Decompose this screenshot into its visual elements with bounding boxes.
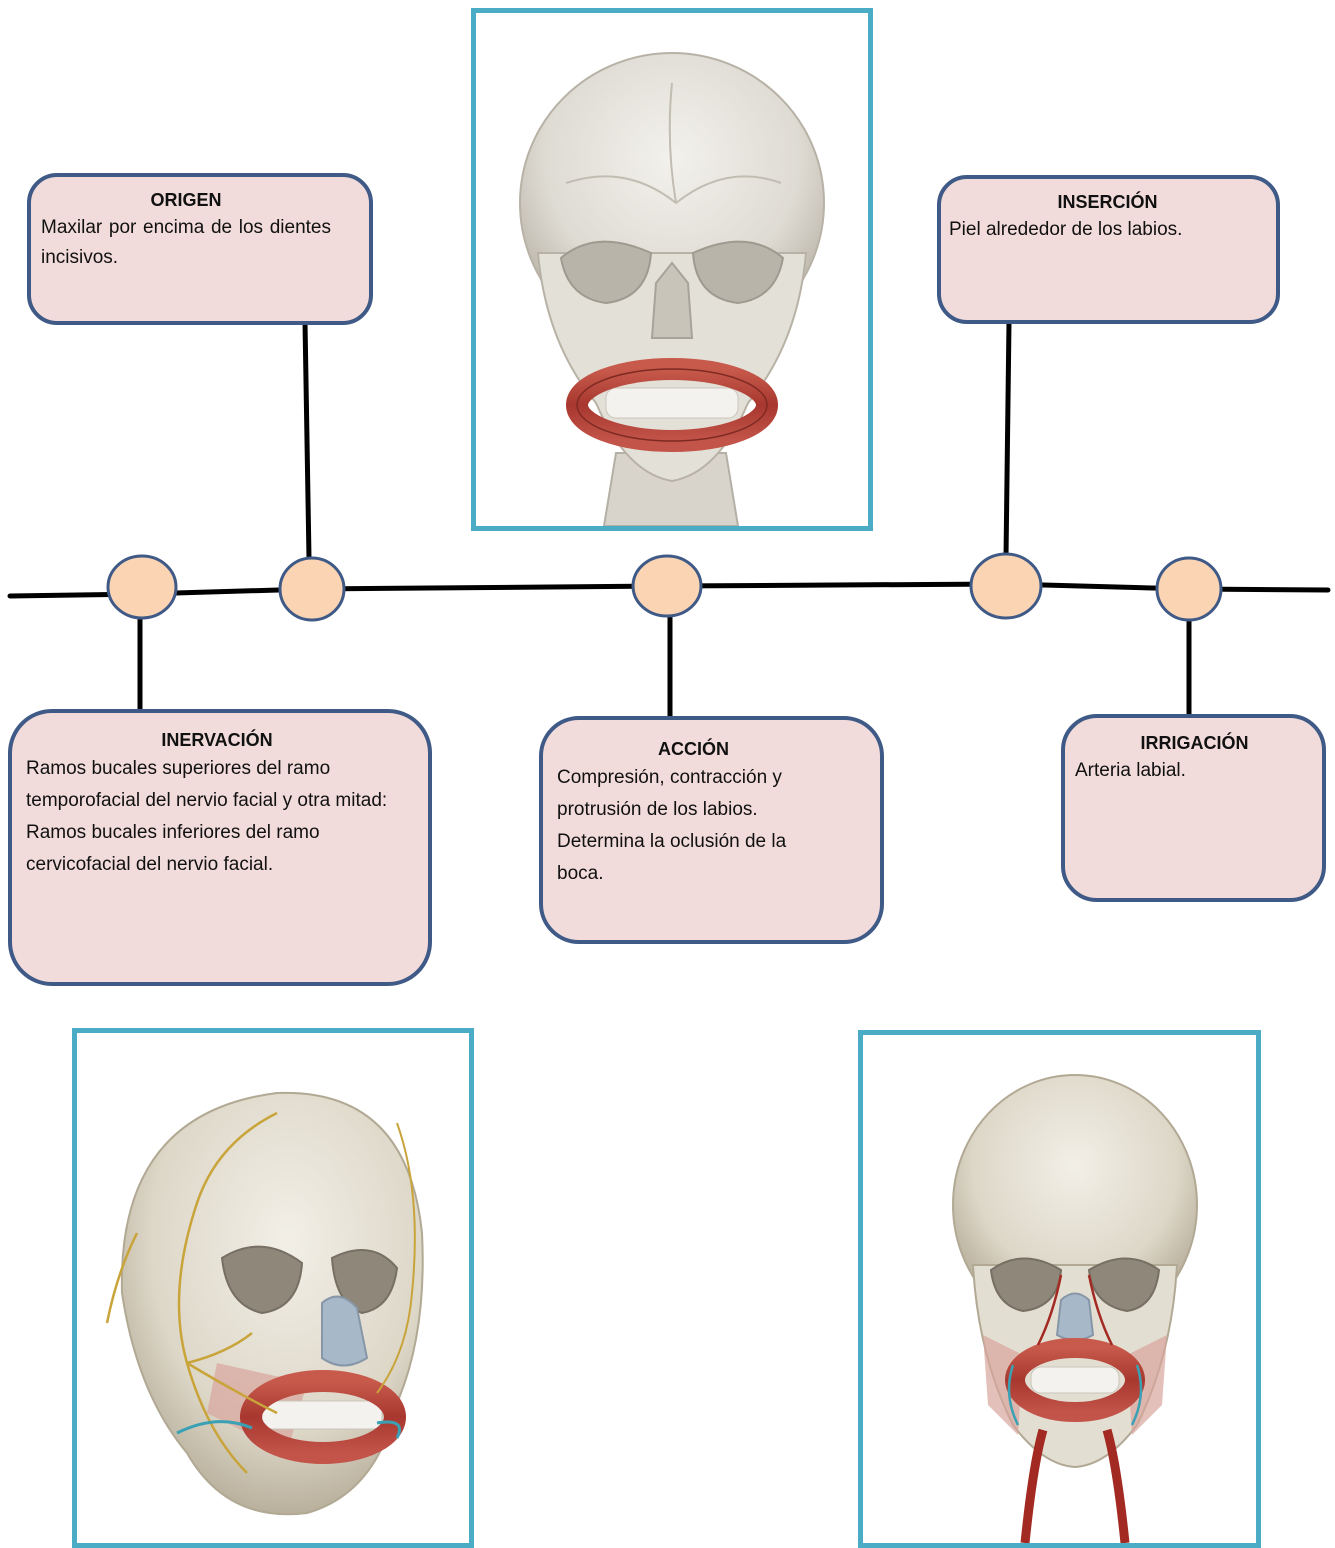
box-insercion: INSERCIÓN Piel alrededor de los labios. — [937, 175, 1280, 324]
box-inervacion: INERVACIÓN Ramos bucales superiores del … — [8, 709, 432, 986]
connector-insercion — [1006, 322, 1009, 557]
box-origen-text: Maxilar por encima de los dientes incisi… — [41, 213, 331, 273]
skull-front-image — [476, 13, 868, 526]
skull-nerves-image — [77, 1033, 469, 1543]
box-inervacion-text: Ramos bucales superiores del ramo tempor… — [26, 753, 408, 881]
timeline-node — [1157, 558, 1221, 620]
box-insercion-text: Piel alrededor de los labios. — [949, 215, 1266, 245]
timeline-node — [971, 554, 1041, 618]
box-irrigacion: IRRIGACIÓN Arteria labial. — [1061, 714, 1326, 902]
box-accion: ACCIÓN Compresión, contracción y protrus… — [539, 716, 884, 944]
image-frame-bottom-right — [858, 1030, 1261, 1548]
timeline-node — [280, 558, 344, 620]
image-frame-bottom-left — [72, 1028, 474, 1548]
timeline-node — [108, 556, 176, 618]
skull-arteries-image — [863, 1035, 1256, 1543]
box-insercion-title: INSERCIÓN — [949, 189, 1266, 215]
box-inervacion-title: INERVACIÓN — [26, 727, 408, 753]
image-frame-top — [471, 8, 873, 531]
box-irrigacion-title: IRRIGACIÓN — [1075, 730, 1314, 756]
box-irrigacion-text: Arteria labial. — [1075, 756, 1314, 786]
box-origen-title: ORIGEN — [41, 187, 331, 213]
timeline-node — [633, 556, 701, 616]
box-accion-text: Compresión, contracción y protrusión de … — [557, 762, 830, 890]
box-origen: ORIGEN Maxilar por encima de los dientes… — [27, 173, 373, 325]
connector-origen — [305, 322, 309, 558]
box-accion-title: ACCIÓN — [557, 736, 830, 762]
